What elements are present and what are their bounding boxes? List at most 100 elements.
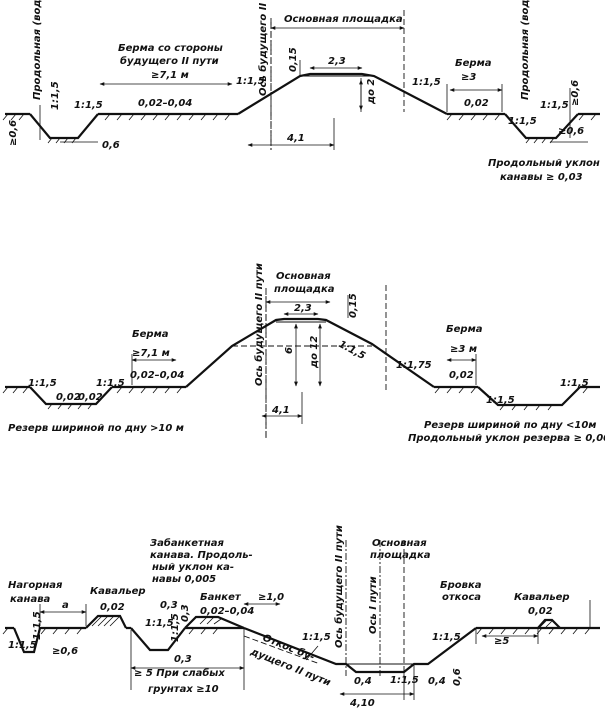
slope-15f: 1:1,5 — [432, 632, 461, 643]
berm-left-title-2: будущего II пути — [120, 55, 219, 67]
slope-lower-2: 1:1,75 — [396, 360, 432, 371]
base-width-1: 4,1 — [286, 133, 305, 144]
edge-label-1: Бровка — [440, 580, 482, 591]
slope-15a: 1:1,5 — [32, 611, 43, 640]
berm-right-title-1: Берма — [455, 58, 492, 69]
slope-15b: 1:1,5 — [8, 640, 37, 651]
res-grade-l2: 0,02 — [78, 392, 103, 403]
reserve-left — [29, 386, 113, 406]
slope-res-r2: 1:1,5 — [560, 378, 589, 389]
res-grade-l1: 0,02 — [56, 392, 81, 403]
canal-left-label: Продольная (водоотводная) канава — [32, 0, 43, 100]
right-ditch-1 — [504, 113, 579, 140]
canal-right-label: Продольная (водоотводная) канава — [520, 0, 531, 100]
height-6: 6 — [284, 347, 295, 354]
top-width-1: 2,3 — [328, 56, 346, 67]
figure-1-embankment-low: Продольная (водоотводная) канава Продоль… — [2, 0, 600, 183]
weak-soils-1: ≥ 5 При слабых — [134, 667, 225, 679]
reserve-left-label: Резерв шириной по дну >10 м — [8, 423, 184, 434]
ground-line-2 — [2, 385, 600, 394]
dim-04a: 0,4 — [354, 676, 372, 687]
slope-res-l1: 1:1,5 — [28, 378, 57, 389]
axis-future-label-2: Ось будущего II пути — [253, 263, 265, 386]
platform-label-1: Основная площадка — [284, 14, 403, 25]
banquette — [184, 615, 245, 630]
dim-410: 4,10 — [349, 698, 375, 709]
dim-03b: 0,3 — [180, 604, 191, 622]
slope-ditch-l2: 1:1,5 — [74, 100, 103, 111]
platform-boundary-2 — [265, 285, 387, 440]
long-slope-1: Продольный уклон — [488, 158, 600, 169]
ground-line-1 — [2, 112, 600, 121]
slope-left-1: 1:1,5 — [236, 76, 265, 87]
slope-15d: 1:1,5 — [170, 613, 181, 642]
slope-ditch-l1: 1:1,5 — [50, 81, 61, 110]
dim-03c: 0,3 — [174, 654, 192, 665]
grade-right-1: 0,02 — [464, 98, 489, 109]
reserve-right-label-2: Продольный уклон резерва ≥ 0,003 — [408, 433, 605, 444]
top-width-2: 2,3 — [294, 303, 312, 314]
berm-left-width-2: ≥7,1 м — [132, 348, 170, 359]
ditch-depth-r: ≥0,6 — [570, 80, 581, 106]
slope-ditch-r2: 1:1,5 — [540, 100, 569, 111]
platform-label-3b: площадка — [370, 550, 431, 561]
figure-3-cutting: Нагорная канава a Кавальер 0,02 Забанкет… — [2, 525, 600, 709]
spoil-right-grade: 0,02 — [528, 606, 553, 617]
berm-ditch-label-3: ный уклон ка- — [152, 562, 234, 573]
berm-right-width-1: ≥3 — [461, 72, 476, 83]
slope-15e: 1:1,5 — [302, 632, 331, 643]
slope-right-1: 1:1,5 — [412, 77, 441, 88]
height-015-2: 0,15 — [348, 293, 359, 318]
ditch-bottom-r: ≥0,6 — [558, 126, 584, 137]
grade-right-2: 0,02 — [449, 370, 474, 381]
height-to2: до 2 — [366, 79, 377, 105]
upland-ditch — [12, 627, 42, 654]
slope-upper-2: 1:1,5 — [337, 339, 368, 362]
embankment-body-1 — [237, 72, 448, 115]
spoil-bank-right — [537, 618, 561, 629]
ground-line-3 — [2, 626, 600, 635]
banket-grade: 0,02–0,04 — [200, 606, 254, 617]
axis-first-label: Ось I пути — [368, 576, 379, 634]
grade-left-2: 0,02–0,04 — [130, 370, 184, 381]
axis-future-label-1: Ось будущего II пути — [257, 0, 269, 96]
slope-ditch-r1: 1:1,5 — [508, 116, 537, 127]
slope-15g: 1:1,5 — [390, 675, 419, 686]
base-width-2: 4,1 — [271, 405, 290, 416]
platform-label-2b: площадка — [274, 284, 335, 295]
spoil-left-grade: 0,02 — [100, 602, 125, 613]
berm-right-title-2: Берма — [446, 324, 483, 335]
banket-width: ≥1,0 — [258, 592, 284, 603]
berm-left-title-2: Берма — [132, 329, 169, 340]
platform-label-2a: Основная — [276, 271, 331, 282]
dim-06: 0,6 — [452, 668, 463, 686]
axis-future-label-3: Ось будущего II пути — [333, 525, 345, 648]
banket-label: Банкет — [200, 592, 242, 603]
dim-03a: 0,3 — [160, 600, 178, 611]
spoil-left-label: Кавальер — [90, 586, 146, 597]
height-015-1: 0,15 — [288, 47, 299, 72]
reserve-right-label-1: Резерв шириной по дну <10м — [424, 420, 596, 431]
embankment-body-2 — [185, 317, 435, 388]
berm-ditch — [130, 627, 186, 652]
depth-06: ≥0,6 — [52, 646, 78, 657]
grade-left-1: 0,02–0,04 — [138, 98, 192, 109]
berm-left-width: ≥7,1 м — [151, 70, 189, 81]
berm-ditch-label-4: навы 0,005 — [152, 574, 216, 585]
reserve-right — [477, 386, 581, 407]
weak-soils-2: грунтах ≥10 — [148, 684, 219, 695]
berm-left-title-1: Берма со стороны — [118, 43, 223, 54]
upland-ditch-label-2: канава — [10, 594, 51, 605]
height-12: до 12 — [309, 336, 320, 369]
slope-res-l2: 1:1,5 — [96, 378, 125, 389]
berm-ditch-label-1: Забанкетная — [150, 537, 225, 549]
dim-a: a — [62, 600, 69, 611]
spoil-bank-left — [85, 614, 127, 629]
dim-ge5: ≥5 — [494, 636, 509, 647]
platform-boundary-1 — [270, 10, 405, 150]
edge-label-2: откоса — [442, 592, 481, 603]
ditch-bottom-l: 0,6 — [102, 140, 120, 151]
slope-15c: 1:1,5 — [145, 618, 174, 629]
berm-right-width-2: ≥3 м — [450, 344, 477, 355]
